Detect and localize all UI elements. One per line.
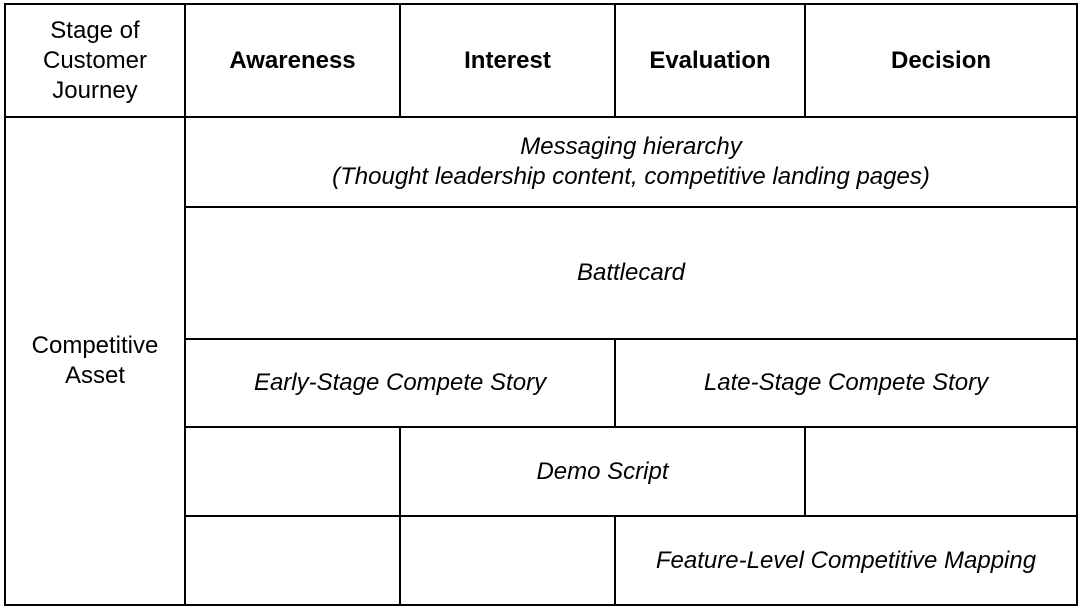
row-header-line: Competitive xyxy=(31,332,159,359)
row-header-line: Asset xyxy=(64,362,126,389)
demo-script-cell: Demo Script xyxy=(399,426,806,517)
asset-row-messaging: Competitive Asset Messaging hierarchy (T… xyxy=(4,116,1078,606)
asset-row-demo-script: Demo Script xyxy=(5,426,1078,517)
header-row: Stage of Customer Journey Awareness Inte… xyxy=(4,3,1078,118)
corner-header-line: Journey xyxy=(52,76,138,104)
competitive-asset-matrix: Stage of Customer Journey Awareness Inte… xyxy=(4,3,1078,606)
messaging-hierarchy-title: Messaging hierarchy xyxy=(520,133,742,160)
battlecard-cell: Battlecard xyxy=(184,206,1078,340)
empty-cell xyxy=(184,515,401,606)
asset-row-battlecard: Battlecard xyxy=(5,206,1078,340)
stage-header-awareness: Awareness xyxy=(184,3,401,118)
stage-header-decision: Decision xyxy=(804,3,1078,118)
asset-row-compete-story: Early-Stage Compete Story Late-Stage Com… xyxy=(5,338,1078,428)
asset-row-feature-mapping: Feature-Level Competitive Mapping xyxy=(5,515,1078,606)
empty-cell xyxy=(804,426,1078,517)
empty-cell xyxy=(184,426,401,517)
stage-header-evaluation: Evaluation xyxy=(614,3,806,118)
corner-header-cell: Stage of Customer Journey xyxy=(4,3,186,118)
feature-level-competitive-mapping-cell: Feature-Level Competitive Mapping xyxy=(614,515,1078,606)
corner-header-line: Customer xyxy=(42,46,148,74)
early-stage-compete-story-cell: Early-Stage Compete Story xyxy=(184,338,616,428)
row-header-cell: Competitive Asset xyxy=(4,116,186,606)
stage-header-interest: Interest xyxy=(399,3,616,118)
messaging-hierarchy-cell: Messaging hierarchy (Thought leadership … xyxy=(184,116,1078,208)
corner-header-line: Stage of xyxy=(50,16,140,44)
empty-cell xyxy=(399,515,616,606)
late-stage-compete-story-cell: Late-Stage Compete Story xyxy=(614,338,1078,428)
messaging-hierarchy-detail: (Thought leadership content, competitive… xyxy=(332,163,930,190)
